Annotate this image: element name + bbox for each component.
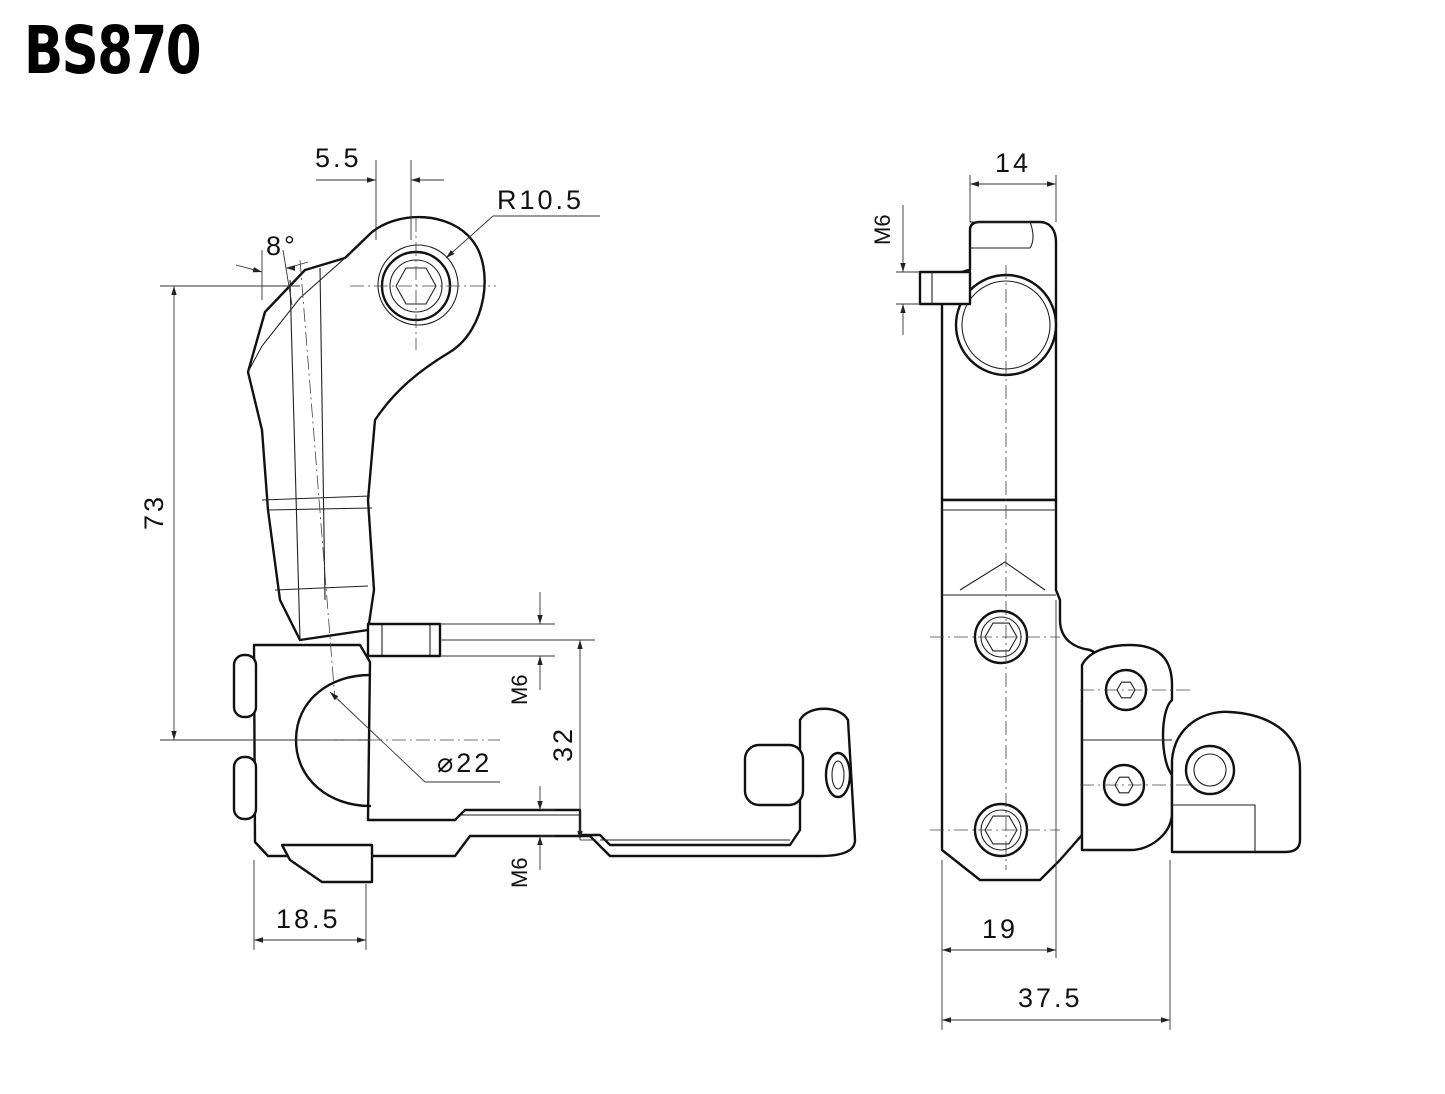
side-view-drawing: 14 M6 19 37.5 bbox=[870, 148, 1302, 1030]
label-side-top-width: 14 bbox=[995, 148, 1031, 178]
dimension-side-width: 19 bbox=[941, 600, 1057, 1030]
dimension-thread-lower: M6 bbox=[507, 786, 555, 888]
dimension-bar-diameter: ⌀22 bbox=[329, 691, 500, 783]
label-mount-spacing: 32 bbox=[548, 726, 578, 762]
dimension-side-thread: M6 bbox=[870, 205, 920, 335]
dimension-mount-spacing: 32 bbox=[440, 639, 595, 841]
label-thread-upper: M6 bbox=[507, 674, 532, 705]
front-view-drawing: 5.5 R10.5 8° 73 bbox=[139, 143, 857, 950]
dimension-radius: R10.5 bbox=[445, 185, 600, 259]
dimension-side-top-width: 14 bbox=[969, 148, 1057, 222]
dimension-top-offset: 5.5 bbox=[315, 143, 444, 240]
dimension-total-width: 37.5 bbox=[942, 860, 1171, 1030]
label-thread-lower: M6 bbox=[507, 857, 532, 888]
product-code-title: BS870 bbox=[24, 12, 202, 89]
label-top-offset: 5.5 bbox=[315, 143, 362, 173]
label-angle: 8° bbox=[266, 231, 298, 261]
label-side-thread: M6 bbox=[870, 214, 895, 245]
label-base-width: 18.5 bbox=[276, 904, 341, 934]
label-total-width: 37.5 bbox=[1018, 983, 1083, 1013]
label-side-width: 19 bbox=[982, 914, 1018, 944]
label-radius: R10.5 bbox=[497, 185, 584, 215]
label-height: 73 bbox=[139, 494, 169, 530]
dimension-base-width: 18.5 bbox=[253, 860, 367, 950]
dimension-thread-upper: M6 bbox=[440, 592, 555, 705]
dimension-height: 73 bbox=[139, 285, 300, 741]
dimension-angle: 8° bbox=[235, 231, 309, 306]
label-bar-diameter: ⌀22 bbox=[437, 748, 492, 778]
